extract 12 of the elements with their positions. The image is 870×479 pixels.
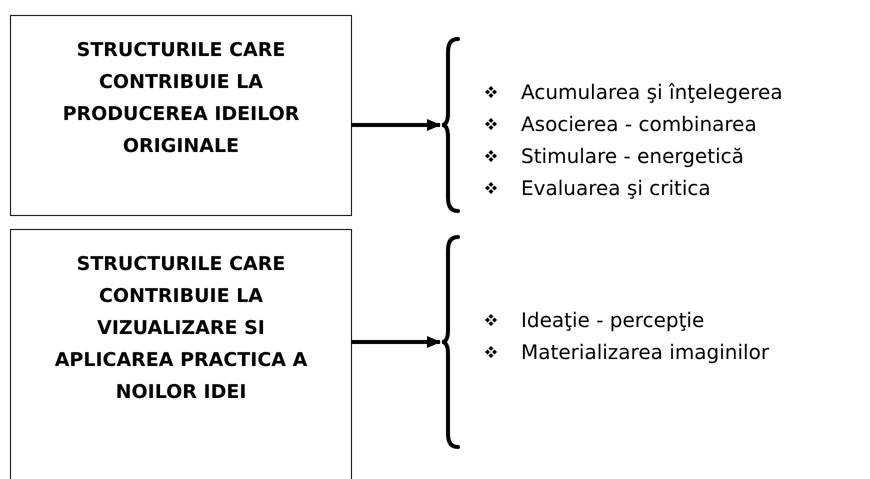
process-box <box>10 15 352 216</box>
list-item: Stimulare - energetică <box>521 143 744 170</box>
process-box <box>10 229 352 479</box>
list-item: Acumularea şi înţelegerea <box>521 79 783 106</box>
arrow <box>352 119 441 131</box>
list-item: Asocierea - combinarea <box>521 111 757 138</box>
list-item: Materializarea imaginilor <box>521 339 770 366</box>
arrow <box>352 336 441 348</box>
box-title: STRUCTURILE CARE CONTRIBUIE LA PRODUCEREA IDEILOR ORIGINALE <box>62 38 300 159</box>
box-title: STRUCTURILE CARE CONTRIBUIE LA VIZUALIZARE SI APLICAREA PRACTICA A NOILOR IDEI <box>54 252 308 405</box>
list-item: Ideaţie - percepţie <box>521 307 704 334</box>
list-item: Evaluarea şi critica <box>521 175 711 202</box>
